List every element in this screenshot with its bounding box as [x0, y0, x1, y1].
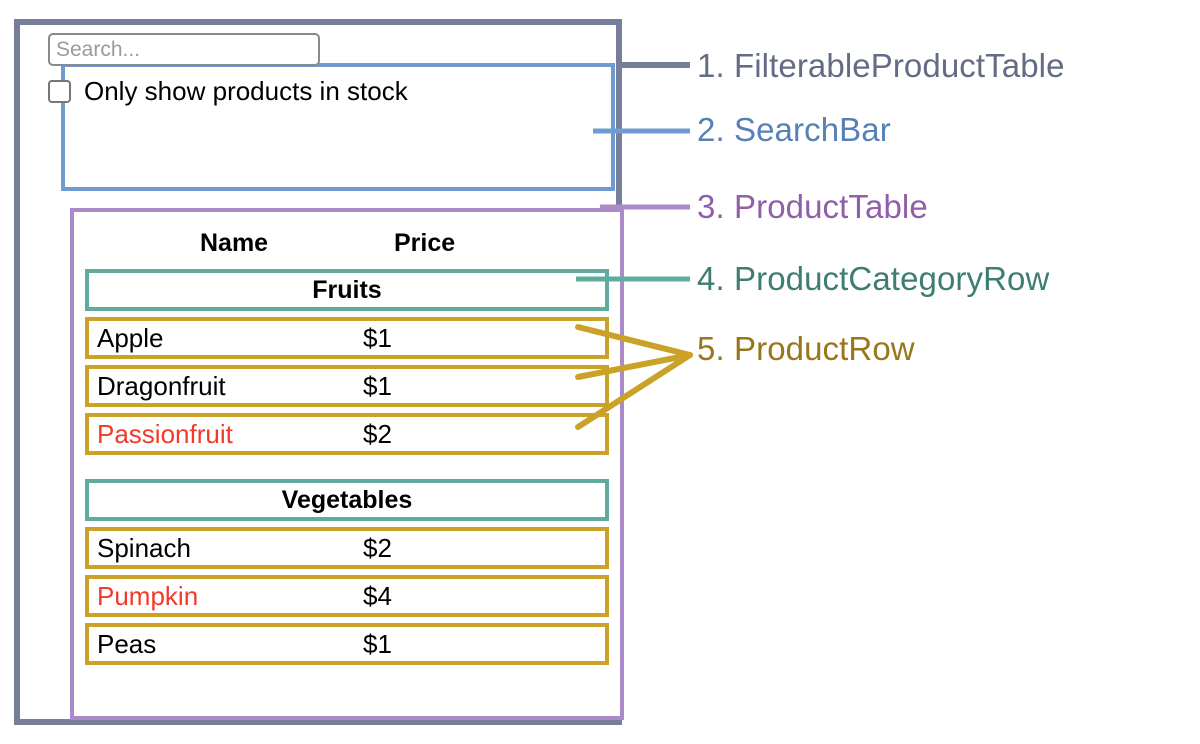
product-name: Peas — [97, 628, 157, 659]
product-name: Spinach — [97, 532, 191, 563]
legend-label-product-category-row: 4. ProductCategoryRow — [697, 260, 1050, 297]
product-name: Apple — [97, 322, 164, 353]
product-table-rows: Fruits Apple $1 Dragonfruit $1 Passionfr… — [85, 269, 609, 671]
category-label: Fruits — [312, 275, 382, 304]
only-in-stock-checkbox[interactable] — [48, 79, 71, 103]
product-price: $1 — [363, 370, 392, 401]
search-input[interactable]: Search... — [48, 33, 320, 66]
product-row: Peas $1 — [85, 623, 609, 665]
legend-label-search-bar: 2. SearchBar — [697, 111, 891, 148]
stock-filter-row[interactable]: Only show products in stock — [48, 78, 408, 104]
section-spacer — [85, 461, 609, 479]
product-row: Passionfruit $2 — [85, 413, 609, 455]
product-row: Dragonfruit $1 — [85, 365, 609, 407]
product-price: $2 — [363, 532, 392, 563]
legend-label-filterable-product-table: 1. FilterableProductTable — [697, 47, 1065, 84]
product-table-header: Name Price — [74, 222, 620, 264]
product-name: Pumpkin — [97, 580, 199, 611]
product-table-frame: Name Price Fruits Apple $1 Dragonfruit $… — [70, 208, 624, 720]
product-price: $2 — [363, 418, 392, 449]
search-bar-frame — [61, 63, 615, 191]
product-row: Pumpkin $4 — [85, 575, 609, 617]
category-label: Vegetables — [281, 485, 413, 514]
product-row: Apple $1 — [85, 317, 609, 359]
product-category-row: Fruits — [85, 269, 609, 311]
product-name: Dragonfruit — [97, 370, 226, 401]
product-category-row: Vegetables — [85, 479, 609, 521]
legend-label-product-table: 3. ProductTable — [697, 188, 928, 225]
legend-label-product-row: 5. ProductRow — [697, 330, 915, 367]
product-price: $4 — [363, 580, 392, 611]
only-in-stock-label: Only show products in stock — [84, 76, 408, 106]
product-price: $1 — [363, 628, 392, 659]
product-price: $1 — [363, 322, 392, 353]
product-row: Spinach $2 — [85, 527, 609, 569]
filterable-product-table-frame: Name Price Fruits Apple $1 Dragonfruit $… — [14, 19, 624, 725]
product-name: Passionfruit — [97, 418, 233, 449]
column-header-price: Price — [394, 229, 456, 257]
column-header-name: Name — [200, 229, 269, 257]
